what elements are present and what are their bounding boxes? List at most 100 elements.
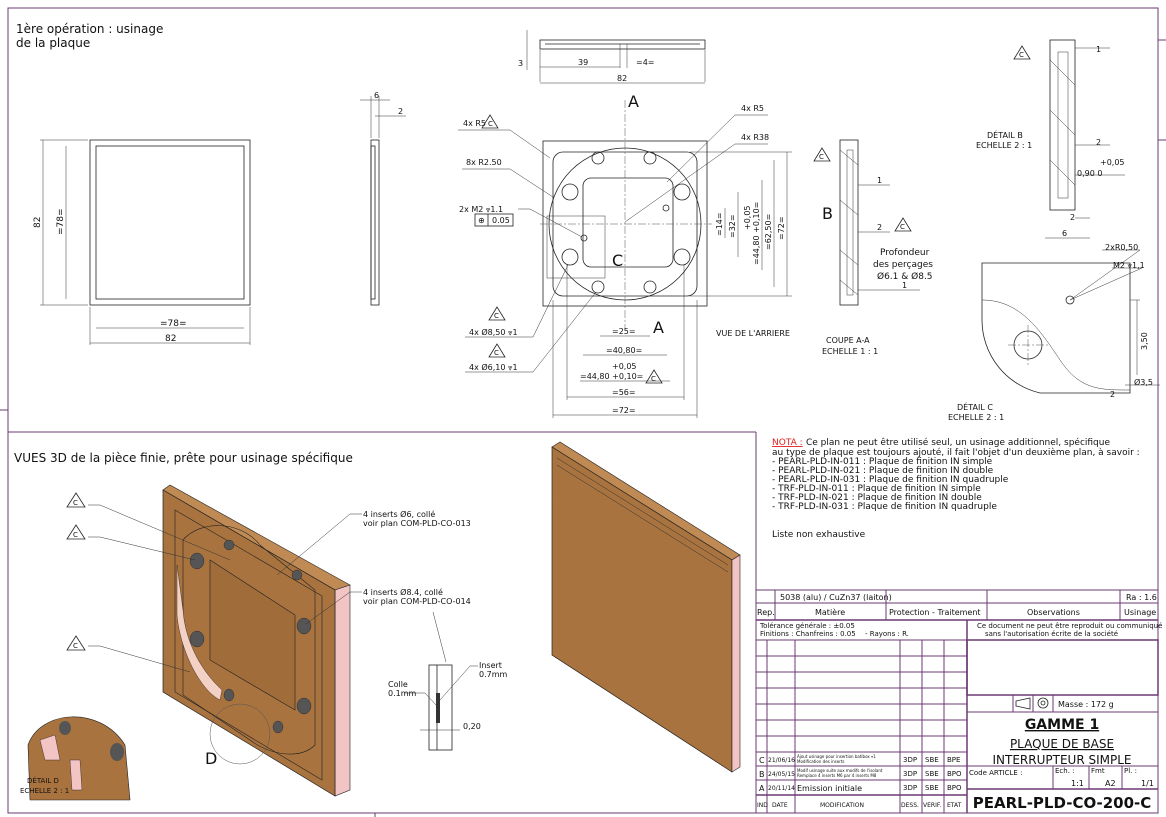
label-fillets: 8x R2.50 [466, 158, 502, 167]
dim-14: =14= [715, 212, 724, 236]
svg-text:21/06/16: 21/06/16 [768, 757, 795, 764]
svg-text:C: C [900, 223, 905, 231]
side-iso-view [551, 441, 741, 773]
glue-label: Colle [388, 680, 408, 689]
section-aa-view: 1 2 1 Profondeur des perçages Ø6.1 & Ø8.… [822, 139, 933, 356]
insert-large-ref: voir plan COM-PLD-CO-014 [363, 597, 471, 606]
revision-row: C 21/06/16 Ajout usinage pour insertion … [759, 754, 960, 765]
note-line: - PEARL-PLD-IN-031 : Plaque de finition … [772, 475, 1009, 485]
detail-d-mark: D [205, 749, 217, 768]
revision-row: A 20/11/14 Emission initiale 3DP SBE BPO [759, 784, 962, 793]
detail-c-offset: 2 [1110, 390, 1115, 399]
detail-b-view: 1 2 +0,05 0,90 0 2 6 DÉTAIL B ECHELLE 2 … [976, 39, 1125, 239]
section-dim-3: 1 [902, 281, 907, 290]
detail-b-dim-2: 2 [1096, 138, 1101, 147]
detail-c-height: 3,50 [1140, 332, 1149, 350]
copyright: Ce document ne peut être reproduit ou co… [977, 622, 1162, 630]
sheet: 1/1 [1141, 779, 1154, 788]
dim-56: =56= [612, 388, 636, 397]
critical-triangle-icon: C C C C C C C [481, 45, 1031, 384]
note-line: Ce plan ne peut être utilisé seul, un us… [806, 437, 1110, 448]
detail-b-caption: DÉTAIL B [987, 129, 1023, 140]
svg-text:24/05/15: 24/05/15 [768, 771, 795, 778]
svg-text:ETAT: ETAT [947, 802, 962, 809]
detail-c-thread: M2 ⩔1,1 [1113, 261, 1145, 270]
label-hole-large: 4x Ø8,50 ⩔1 [469, 327, 518, 337]
dim-height-inner: =78= [56, 208, 66, 235]
section-dim-1: 1 [877, 176, 882, 185]
svg-text:C: C [73, 499, 78, 507]
gap-value: 0,20 [463, 722, 481, 731]
insert-label: Insert [479, 661, 502, 670]
note-line: - TRF-PLD-IN-031 : Plaque de finition IN… [772, 502, 997, 512]
back-view: A A C B 4x R5 4x R5 4x R38 8x R2.50 2x M… [458, 45, 1031, 418]
note-line: au type de plaque est toujours ajouté, i… [772, 447, 1140, 458]
svg-text:3DP: 3DP [903, 756, 917, 764]
note-line: - TRF-PLD-IN-021 : Plaque de finition IN… [772, 493, 982, 503]
radii: - Rayons : R. [865, 630, 909, 638]
svg-text:C: C [651, 375, 656, 383]
detail-c-mark: C [612, 251, 623, 270]
svg-text:SBE: SBE [925, 756, 939, 764]
position-icon: ⊕ [478, 216, 485, 225]
revision-row: B 24/05/15 Modif usinage suite aux modif… [759, 768, 962, 779]
insert-small-ref: voir plan COM-PLD-CO-013 [363, 519, 471, 528]
dim-tol-v: +0,05 [743, 205, 752, 230]
revision-headers: IND DATE MODIFICATION DESS. VERIF. ETAT [757, 802, 962, 809]
hole-icon [561, 151, 691, 294]
material: 5038 (alu) / CuZn37 (laiton) [780, 593, 892, 602]
svg-text:Ajout usinage pour insertion b: Ajout usinage pour insertion batibox ⩔1 [797, 754, 876, 759]
dim-top-width: 82 [617, 74, 627, 83]
gamme: GAMME 1 [1025, 717, 1099, 733]
detail-b-dim-1: 1 [1096, 45, 1101, 54]
svg-text:C: C [819, 153, 824, 161]
critical-triangle-icon: C C C [66, 492, 231, 673]
detail-d-view [27, 716, 131, 801]
svg-text:B: B [759, 770, 765, 779]
depth-label: Profondeur [880, 248, 930, 258]
glue-value: 0.1mm [388, 689, 417, 698]
dim-top-offset: 39 [578, 58, 588, 67]
detail-d-caption: DÉTAIL D [27, 776, 59, 785]
note-line: - PEARL-PLD-IN-021 : Plaque de finition … [772, 466, 994, 476]
label-corner-radius-2: 4x R5 [741, 104, 764, 113]
svg-text:C: C [73, 531, 78, 539]
svg-text:C: C [494, 312, 499, 320]
dim-height: 82 [33, 217, 43, 228]
depth-label-2: des perçages [873, 260, 933, 270]
detail-c-caption: DÉTAIL C [957, 401, 993, 412]
general-tolerance: Tolérance générale : ±0.05 [759, 622, 855, 630]
format-label: Fmt [1091, 767, 1105, 775]
dim-72-h: =72= [612, 406, 636, 415]
dim-32: =32= [728, 214, 737, 238]
detail-c-diameter: Ø3,5 [1134, 377, 1153, 387]
label-corner-radius: 4x R5 [463, 119, 486, 128]
sheet-label: Pl. : [1124, 767, 1137, 775]
dim-width: 82 [165, 334, 176, 344]
detail-c-fillet: 2xR0,50 [1105, 243, 1138, 252]
insert-section [420, 664, 460, 751]
section-dim-2: 2 [877, 223, 882, 232]
note-line: - TRF-PLD-IN-011 : Plaque de finition IN… [772, 484, 981, 494]
svg-text:BPO: BPO [947, 770, 962, 778]
svg-text:MODIFICATION: MODIFICATION [820, 802, 864, 809]
code-label: Code ARTICLE : [969, 769, 1022, 777]
dim-tol-h: +0,05 [612, 362, 637, 371]
svg-text:3DP: 3DP [903, 770, 917, 778]
svg-text:C: C [1019, 51, 1024, 59]
svg-text:VERIF.: VERIF. [923, 802, 941, 809]
mass: Masse : 172 g [1058, 700, 1114, 709]
scale: 1:1 [1071, 779, 1084, 788]
views-3d-title: VUES 3D de la pièce finie, prête pour us… [14, 451, 353, 465]
note-line: - PEARL-PLD-IN-011 : Plaque de finition … [772, 457, 993, 467]
label-arc-radius: 4x R38 [741, 133, 769, 142]
format: A2 [1105, 779, 1116, 788]
insert-small-label: 4 inserts Ø6, collé [363, 509, 435, 519]
svg-text:Remplace 4 inserts M6 par 4 in: Remplace 4 inserts M6 par 4 inserts M8 [797, 773, 877, 778]
insert-icon [189, 539, 312, 734]
dim-62-50: =62,50= [764, 214, 773, 250]
detail-d-scale: ECHELLE 2 : 1 [20, 787, 69, 795]
svg-text:BPO: BPO [947, 784, 962, 792]
dim-44-80-h: =44,80 +0,10= [580, 372, 643, 381]
